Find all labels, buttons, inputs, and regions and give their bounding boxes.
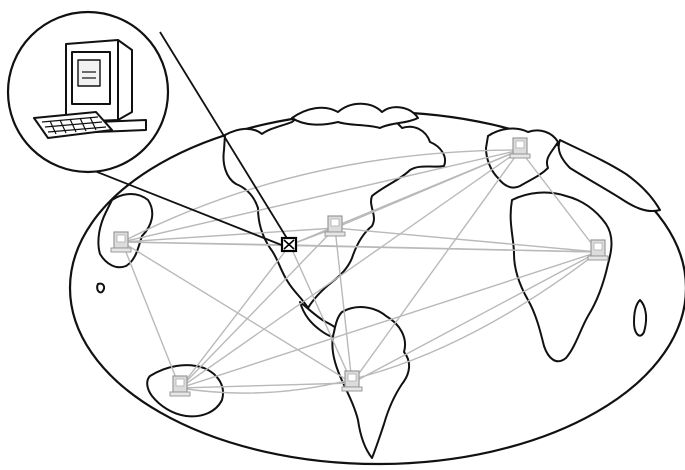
network-link (179, 227, 336, 389)
network-link (334, 227, 353, 384)
network-link (179, 149, 521, 389)
network-nodes (110, 137, 609, 397)
network-link (179, 251, 599, 389)
network-link (121, 241, 353, 384)
continent-madagascar (633, 299, 648, 337)
terminal-node-icon (169, 375, 191, 397)
network-link (289, 244, 353, 384)
network-link (519, 149, 599, 253)
continent-small-island (96, 282, 106, 294)
selected-node-icon (280, 236, 298, 253)
callout-line-top (159, 31, 289, 241)
network-link (121, 227, 336, 243)
network-link (121, 149, 521, 243)
network-link (121, 149, 521, 243)
network-link (179, 244, 291, 389)
network-link (121, 241, 599, 253)
network-link (179, 382, 353, 389)
continent-south-america (331, 306, 410, 459)
callout-line-bottom (71, 161, 285, 247)
terminal-node-icon (324, 215, 346, 237)
network-lines (121, 149, 599, 394)
network-link (334, 149, 521, 229)
network-link (334, 227, 599, 253)
terminal-node-icon (341, 370, 363, 392)
network-link (179, 251, 599, 394)
network-link (351, 251, 599, 384)
continent-arctic-islands (291, 102, 419, 129)
terminal-node-icon (110, 231, 132, 253)
terminal-node-icon (509, 137, 531, 159)
terminal-node-icon (587, 239, 609, 261)
callout-lines (71, 31, 289, 247)
continent-asia-edge (557, 139, 661, 212)
network-link (121, 241, 181, 389)
desktop-computer-icon (33, 39, 147, 139)
network-link (351, 149, 521, 384)
